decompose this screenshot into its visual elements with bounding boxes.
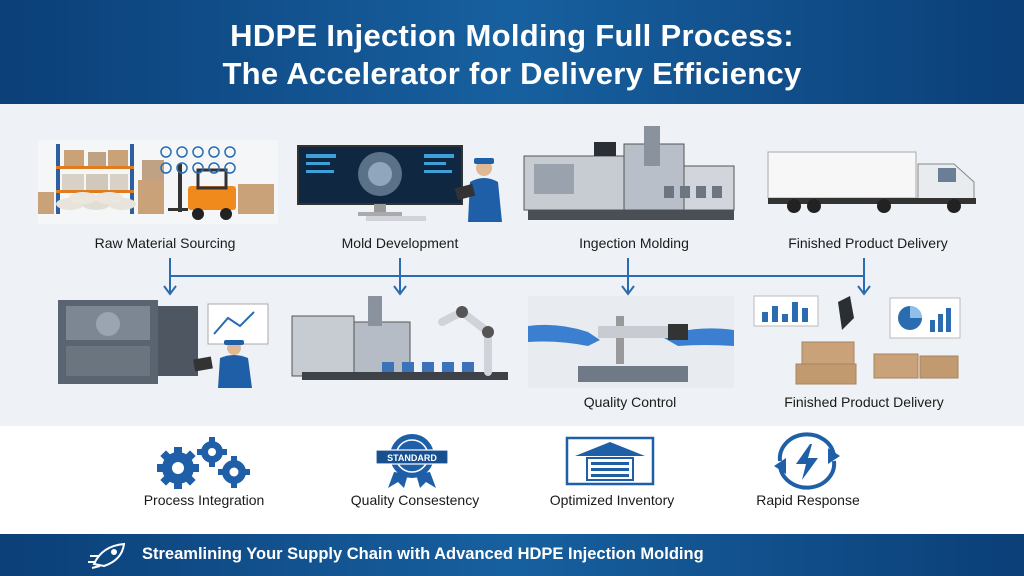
delivery-truck-illustration [767,151,976,213]
quality-inspection-illustration [528,296,734,388]
injection-machine-illustration [523,126,735,220]
robotic-production-line-illustration [291,296,508,380]
rocket-icon [88,542,126,569]
step-label-mold-development: Mold Development [341,235,459,251]
feature-label-quality-consistency: Quality Consestency [350,492,480,508]
step-label-raw-material-sourcing: Raw Material Sourcing [94,235,236,251]
feature-label-rapid-response: Rapid Response [756,492,860,508]
warehouse-icon [565,436,655,486]
footer-banner: Streamlining Your Supply Chain with Adva… [0,534,1024,576]
process-connector-lines [163,258,871,296]
features-row: STANDARD Process Integration Quality Con… [0,426,1024,534]
step-label-injection-molding: Ingection Molding [579,235,689,251]
step-label-finished-product-delivery-top: Finished Product Delivery [788,235,948,251]
standard-badge-text: STANDARD [387,453,437,463]
mold-inspection-illustration [58,300,269,388]
feature-label-optimized-inventory: Optimized Inventory [549,492,675,508]
step-label-finished-product-delivery-bottom: Finished Product Delivery [784,394,944,410]
page-title-line2: The Accelerator for Delivery Efficiency [222,56,802,91]
feature-label-process-integration: Process Integration [143,492,265,508]
lightning-cycle-icon [774,432,840,490]
standard-badge-icon: STANDARD [375,434,449,488]
footer-tagline: Streamlining Your Supply Chain with Adva… [142,545,704,563]
process-area: Raw Material Sourcing Mold Development I… [0,104,1024,426]
header-banner: HDPE Injection Molding Full Process: The… [0,0,1024,104]
warehouse-forklift-illustration [38,140,278,224]
gears-icon [157,437,250,489]
mold-design-monitor-illustration [297,145,502,222]
step-label-quality-control: Quality Control [583,394,677,410]
page-title-line1: HDPE Injection Molding Full Process: [230,18,794,53]
analytics-packages-illustration [753,295,961,385]
